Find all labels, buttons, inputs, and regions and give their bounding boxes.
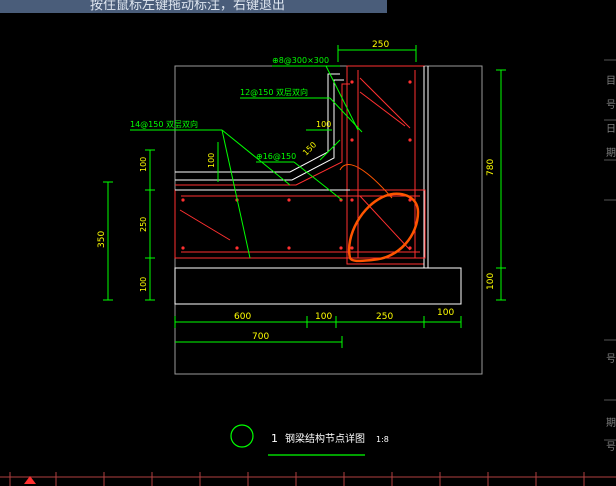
dim-right-top-text: 780 — [486, 159, 496, 176]
label-rebar-12: 12@150 双层双向 — [240, 87, 308, 97]
base-beam — [174, 267, 462, 305]
command-tooltip-banner: 按住鼠标左键拖动标注，右键退出 — [0, 0, 387, 13]
label-rebar-14: 14@150 双层双向 — [130, 119, 198, 129]
dim-bottom-total: 700 — [252, 332, 269, 342]
dim-inner-100b-text: 100 — [316, 120, 331, 129]
cloud-lead — [339, 163, 393, 199]
stirrup-diagonals — [179, 77, 411, 251]
detail-title-number: 1 — [271, 432, 278, 445]
title-block-char: 号 — [606, 442, 616, 453]
leader-lines — [130, 65, 363, 259]
dim-haunch — [306, 129, 341, 161]
detail-title-scale: 1:8 — [376, 435, 389, 444]
dim-left-total-text: 350 — [97, 231, 107, 248]
dim-left-a-text: 100 — [139, 157, 148, 172]
dim-left-b-text: 250 — [139, 217, 148, 232]
title-block-char: 期 — [606, 418, 616, 429]
dim-right — [496, 69, 506, 301]
label-rebar-top: ⊕8@300×300 — [272, 56, 329, 65]
title-block-char: 日 — [606, 124, 616, 135]
label-rebar-16: ⊕16@150 — [256, 152, 296, 161]
revision-cloud — [347, 192, 420, 263]
title-block-strip: 目 号 日 期 号 期 号 — [604, 60, 616, 460]
ucs-marker-icon — [24, 476, 36, 484]
haunch-outline-2 — [175, 79, 344, 181]
dim-bottom-100: 100 — [315, 312, 332, 322]
slab-outline — [174, 189, 426, 259]
dim-top — [337, 45, 417, 62]
right-strip-lines — [604, 59, 616, 441]
title-block-char: 号 — [606, 354, 616, 365]
dim-inner-150-text: 150 — [301, 140, 318, 157]
title-block-char: 号 — [606, 100, 616, 111]
dim-right-bottom-text: 100 — [486, 273, 496, 290]
dim-bottom-600: 600 — [234, 312, 251, 322]
dim-top-text: 250 — [372, 40, 389, 50]
bottom-ruler — [0, 472, 616, 486]
command-tooltip-text: 按住鼠标左键拖动标注，右键退出 — [90, 0, 286, 13]
title-block-char: 目 — [606, 76, 616, 87]
haunch-outline-3 — [175, 83, 350, 186]
dim-bottom-100b: 100 — [437, 308, 454, 318]
dim-left — [103, 142, 219, 301]
rebar-dots — [181, 80, 412, 250]
detail-title-circle — [230, 424, 254, 448]
dim-bottom — [174, 316, 462, 348]
detail-title-text: 钢梁结构节点详图 — [285, 432, 365, 445]
dim-inner-100-text: 100 — [207, 153, 216, 168]
dim-left-c-text: 100 — [139, 277, 148, 292]
title-block-char: 期 — [606, 148, 616, 159]
dim-bottom-250: 250 — [376, 312, 393, 322]
